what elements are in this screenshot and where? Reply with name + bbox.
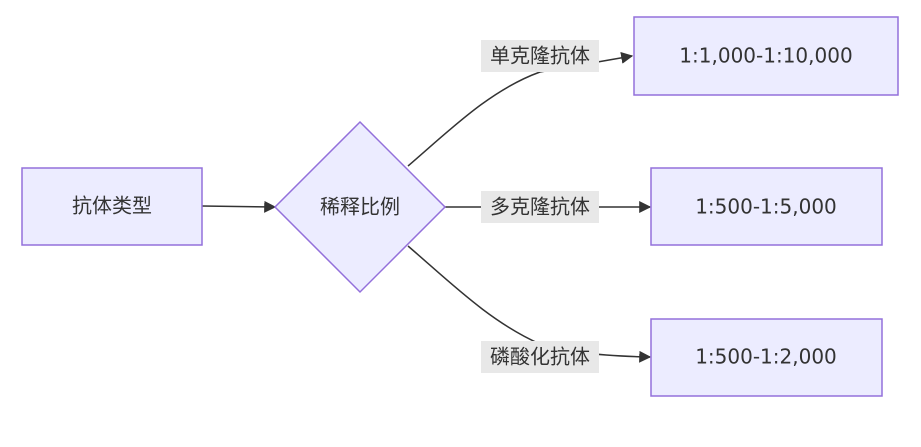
edge-label-polyclonal-text: 多克隆抗体: [490, 195, 590, 219]
edge-label-polyclonal: 多克隆抗体: [481, 191, 599, 223]
node-antibody-type[interactable]: 抗体类型: [21, 167, 203, 246]
edge-label-bg: [481, 191, 599, 223]
node-antibody-type-label: 抗体类型: [72, 194, 152, 218]
node-polyclonal-result[interactable]: 1:500-1:5,000: [650, 167, 883, 246]
node-dilution-ratio-label: 稀释比例: [320, 195, 400, 219]
node-monoclonal-result[interactable]: 1:1,000-1:10,000: [633, 16, 899, 96]
edge-label-bg: [481, 341, 599, 373]
node-monoclonal-result-label: 1:1,000-1:10,000: [679, 44, 852, 68]
node-phospho-result-label: 1:500-1:2,000: [695, 345, 837, 369]
node-polyclonal-result-label: 1:500-1:5,000: [695, 195, 837, 219]
edge-dilution-to-monoclonal: [407, 51, 634, 167]
node-phospho-result[interactable]: 1:500-1:2,000: [650, 318, 883, 397]
edge-label-phospho-text: 磷酸化抗体: [490, 345, 590, 369]
node-dilution-ratio[interactable]: 稀释比例: [273, 120, 447, 294]
edge-label-phospho: 磷酸化抗体: [481, 341, 599, 373]
edge-dilution-to-phospho: [407, 245, 652, 363]
edge-label-monoclonal: 单克隆抗体: [481, 40, 599, 72]
edge-label-bg: [481, 40, 599, 72]
edge-label-monoclonal-text: 单克隆抗体: [490, 44, 590, 68]
edge-antibody-to-dilution: [201, 200, 277, 213]
